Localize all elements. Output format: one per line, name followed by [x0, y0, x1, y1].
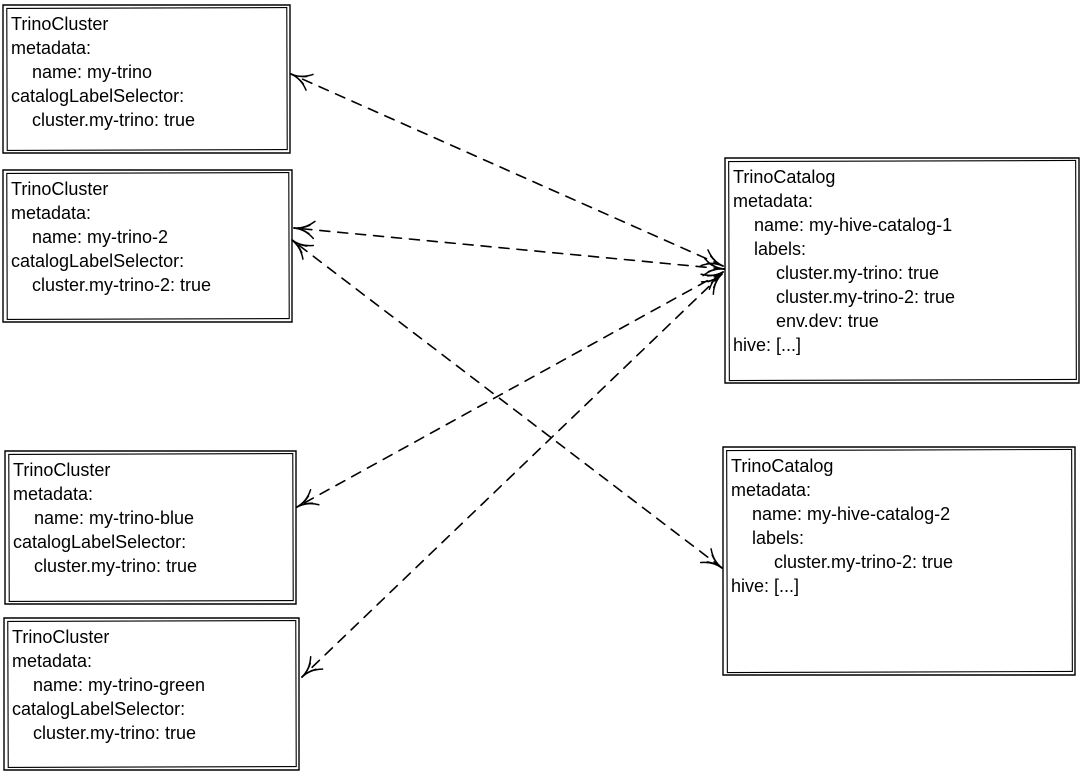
- node-line: cluster.my-trino: true: [32, 110, 196, 130]
- node-line: TrinoCluster: [11, 14, 109, 34]
- node-line: labels:: [754, 239, 807, 259]
- node-cluster-my-trino-2: TrinoCluster metadata: name: my-trino-2 …: [3, 170, 292, 322]
- node-line: cluster.my-trino-2: true: [774, 552, 954, 572]
- node-line: metadata:: [13, 484, 94, 504]
- node-line: catalogLabelSelector:: [11, 86, 185, 106]
- node-line: name: my-hive-catalog-1: [754, 215, 953, 235]
- node-cluster-my-trino: TrinoCluster metadata: name: my-trino ca…: [3, 5, 290, 153]
- node-line: TrinoCluster: [11, 179, 109, 199]
- edge-catalog-my-hive-catalog-1-to-cluster-my-trino: [290, 73, 724, 267]
- node-line: cluster.my-trino-2: true: [776, 287, 956, 307]
- node-border-cluster-my-trino-green: [3, 617, 300, 771]
- node-line: TrinoCatalog: [733, 167, 836, 187]
- edge-catalog-my-hive-catalog-1-to-cluster-my-trino-blue: [296, 271, 724, 508]
- node-line: name: my-trino: [32, 62, 153, 82]
- node-line: TrinoCluster: [13, 460, 111, 480]
- edge-catalog-my-hive-catalog-1-to-cluster-my-trino-2: [293, 220, 725, 277]
- node-line: catalogLabelSelector:: [12, 699, 186, 719]
- node-line: name: my-hive-catalog-2: [752, 504, 951, 524]
- edge-catalog-my-hive-catalog-1-to-cluster-my-trino-green: [301, 273, 723, 678]
- node-line: metadata:: [731, 480, 812, 500]
- node-line: metadata:: [733, 191, 814, 211]
- node-line: cluster.my-trino: true: [776, 263, 940, 283]
- node-line: env.dev: true: [776, 311, 879, 331]
- node-border-cluster-my-trino-blue: [4, 450, 297, 605]
- node-border-catalog-my-hive-catalog-2: [722, 446, 1076, 676]
- node-line: cluster.my-trino: true: [33, 723, 197, 743]
- node-line: name: my-trino-green: [33, 675, 206, 695]
- node-line: name: my-trino-blue: [34, 508, 195, 528]
- node-cluster-my-trino-blue: TrinoCluster metadata: name: my-trino-bl…: [5, 451, 296, 604]
- node-line: hive: [...]: [731, 576, 800, 596]
- node-line: labels:: [752, 528, 805, 548]
- node-border-cluster-my-trino-2: [2, 169, 293, 323]
- node-line: cluster.my-trino-2: true: [32, 275, 212, 295]
- node-line: name: my-trino-2: [32, 227, 169, 247]
- node-border-cluster-my-trino: [2, 4, 291, 154]
- node-line: catalogLabelSelector:: [11, 251, 185, 271]
- node-line: cluster.my-trino: true: [34, 556, 198, 576]
- node-cluster-my-trino-green: TrinoCluster metadata: name: my-trino-gr…: [4, 618, 299, 770]
- node-line: metadata:: [12, 651, 93, 671]
- node-line: hive: [...]: [733, 335, 802, 355]
- node-line: metadata:: [11, 203, 92, 223]
- node-catalog-my-hive-catalog-1: TrinoCatalog metadata: name: my-hive-cat…: [725, 158, 1079, 383]
- node-catalog-my-hive-catalog-2: TrinoCatalog metadata: name: my-hive-cat…: [723, 447, 1075, 675]
- node-line: metadata:: [11, 38, 92, 58]
- node-line: catalogLabelSelector:: [13, 532, 187, 552]
- node-border-catalog-my-hive-catalog-1: [724, 157, 1080, 384]
- node-line: TrinoCluster: [12, 627, 110, 647]
- edge-catalog-my-hive-catalog-2-to-cluster-my-trino-2: [291, 239, 723, 569]
- node-line: TrinoCatalog: [731, 456, 834, 476]
